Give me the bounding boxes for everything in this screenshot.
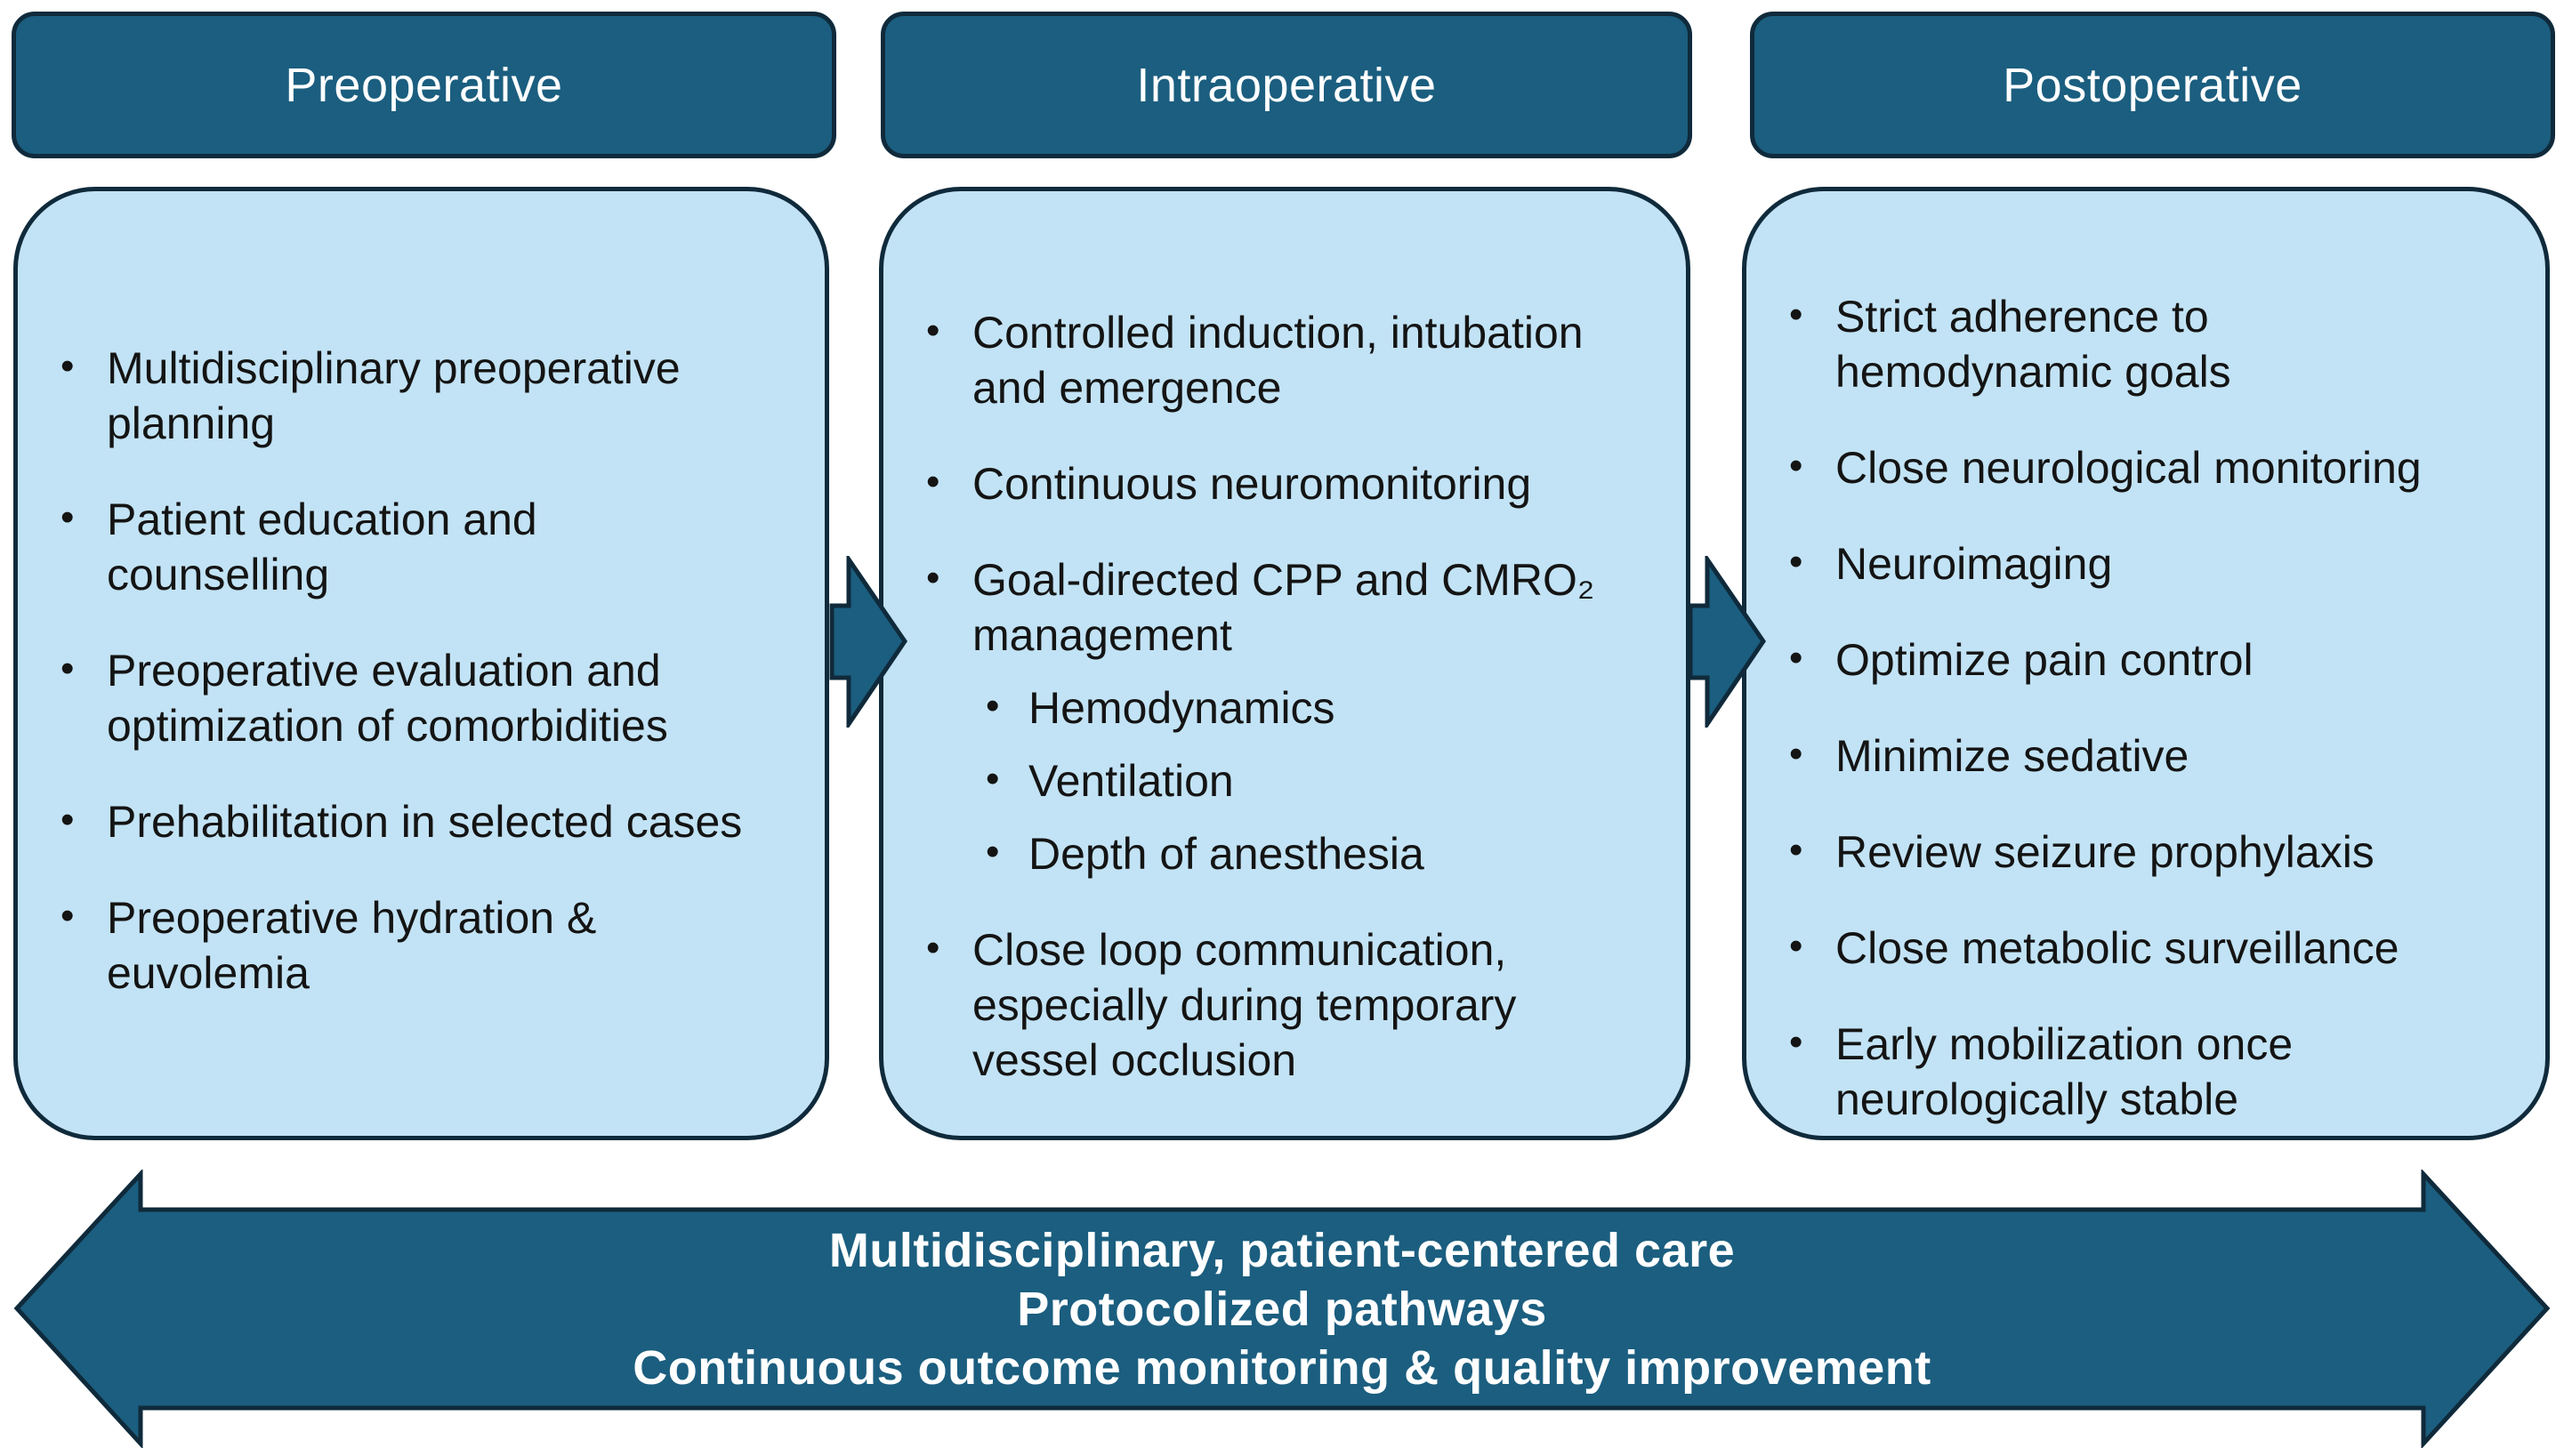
bullet-text: Prehabilitation in selected cases [107, 797, 743, 847]
bullet-icon: • [986, 757, 1000, 800]
bullet-icon: • [926, 556, 940, 599]
footer-line: Multidisciplinary, patient-centered care [828, 1223, 1736, 1277]
preoperative-bullet-list: • Multidisciplinary preoperative planning… [18, 191, 825, 1001]
bullet-text: Multidisciplinary preoperative planning [107, 343, 681, 448]
intraoperative-header-label: Intraoperative [1136, 58, 1437, 112]
preoperative-header-label: Preoperative [285, 58, 563, 112]
bullet-text: Depth of anesthesia [1028, 829, 1424, 879]
bullet-text: Neuroimaging [1835, 539, 2113, 589]
bullet-item: • Controlled induction, intubation and em… [883, 305, 1633, 415]
flow-arrow-icon [829, 556, 907, 728]
bullet-icon: • [926, 309, 940, 352]
intraoperative-header: Intraoperative [881, 12, 1692, 158]
bullet-text: Preoperative evaluation and optimization… [107, 646, 668, 751]
bullet-icon: • [1789, 924, 1803, 968]
bullet-text: Preoperative hydration & euvolemia [107, 893, 597, 998]
bullet-item: • Continuous neuromonitoring [883, 456, 1633, 511]
postoperative-bullet-list: • Strict adherence to hemodynamic goals • C… [1746, 191, 2545, 1127]
bullet-icon: • [60, 344, 75, 388]
bullet-item: • Optimize pain control [1746, 632, 2492, 688]
timeline-double-arrow-icon [13, 1170, 2551, 1448]
bullet-text: Minimize sedative [1835, 731, 2189, 781]
flow-arrow-icon [1688, 556, 1766, 728]
bullet-icon: • [60, 894, 75, 937]
bullet-icon: • [60, 495, 75, 539]
bullet-text: Close neurological monitoring [1835, 443, 2422, 493]
bullet-icon: • [1789, 732, 1803, 776]
bullet-icon: • [926, 926, 940, 969]
bullet-item: • Hemodynamics [883, 680, 1633, 736]
bullet-text: Strict adherence to hemodynamic goals [1835, 292, 2231, 397]
bullet-item: • Depth of anesthesia [883, 826, 1633, 881]
bullet-item: • Prehabilitation in selected cases [18, 794, 771, 849]
bullet-item: • Goal-directed CPP and CMRO₂ management [883, 552, 1633, 663]
bullet-item: • Close neurological monitoring [1746, 440, 2492, 495]
bullet-text: Controlled induction, intubation and eme… [972, 308, 1584, 413]
bullet-item: • Close metabolic surveillance [1746, 921, 2492, 976]
bullet-icon: • [1789, 540, 1803, 583]
bullet-icon: • [1789, 636, 1803, 680]
bullet-item: • Close loop communication, especially du… [883, 922, 1633, 1088]
footer-banner: Multidisciplinary, patient-centered care… [222, 1210, 2342, 1408]
postoperative-header-label: Postoperative [2003, 58, 2302, 112]
bullet-text: Close metabolic surveillance [1835, 923, 2399, 973]
bullet-text: Optimize pain control [1835, 635, 2254, 685]
bullet-text: Goal-directed CPP and CMRO₂ management [972, 555, 1595, 660]
bullet-icon: • [986, 684, 1000, 728]
bullet-item: • Review seizure prophylaxis [1746, 825, 2492, 880]
preoperative-panel: • Multidisciplinary preoperative planning… [13, 187, 829, 1140]
bullet-text: Hemodynamics [1028, 683, 1335, 733]
bullet-icon: • [986, 830, 1000, 873]
bullet-text: Continuous neuromonitoring [972, 459, 1532, 509]
intraoperative-panel: • Controlled induction, intubation and em… [879, 187, 1690, 1140]
footer-line: Continuous outcome monitoring & quality … [633, 1340, 1931, 1395]
preoperative-header: Preoperative [12, 12, 836, 158]
bullet-icon: • [1789, 293, 1803, 336]
bullet-item: • Preoperative hydration & euvolemia [18, 890, 771, 1001]
bullet-text: Review seizure prophylaxis [1835, 827, 2375, 877]
bullet-icon: • [1789, 1020, 1803, 1064]
postoperative-panel: • Strict adherence to hemodynamic goals • C… [1742, 187, 2550, 1140]
bullet-text: Patient education and counselling [107, 495, 537, 599]
bullet-icon: • [60, 647, 75, 690]
intraoperative-bullet-list: • Controlled induction, intubation and em… [883, 191, 1686, 1088]
footer-line: Protocolized pathways [1017, 1282, 1547, 1336]
bullet-item: • Multidisciplinary preoperative planning [18, 341, 771, 451]
bullet-text: Ventilation [1028, 756, 1234, 806]
postoperative-header: Postoperative [1750, 12, 2555, 158]
bullet-item: • Patient education and counselling [18, 492, 771, 602]
bullet-item: • Neuroimaging [1746, 536, 2492, 591]
bullet-text: Early mobilization once neurologically s… [1835, 1019, 2294, 1124]
bullet-icon: • [926, 460, 940, 503]
bullet-item: • Preoperative evaluation and optimizatio… [18, 643, 771, 753]
bullet-icon: • [1789, 444, 1803, 487]
bullet-item: • Early mobilization once neurologically … [1746, 1017, 2492, 1127]
bullet-icon: • [1789, 828, 1803, 872]
bullet-icon: • [60, 798, 75, 841]
bullet-item: • Strict adherence to hemodynamic goals [1746, 289, 2492, 399]
bullet-text: Close loop communication, especially dur… [972, 925, 1517, 1085]
bullet-item: • Ventilation [883, 753, 1633, 808]
bullet-item: • Minimize sedative [1746, 728, 2492, 784]
